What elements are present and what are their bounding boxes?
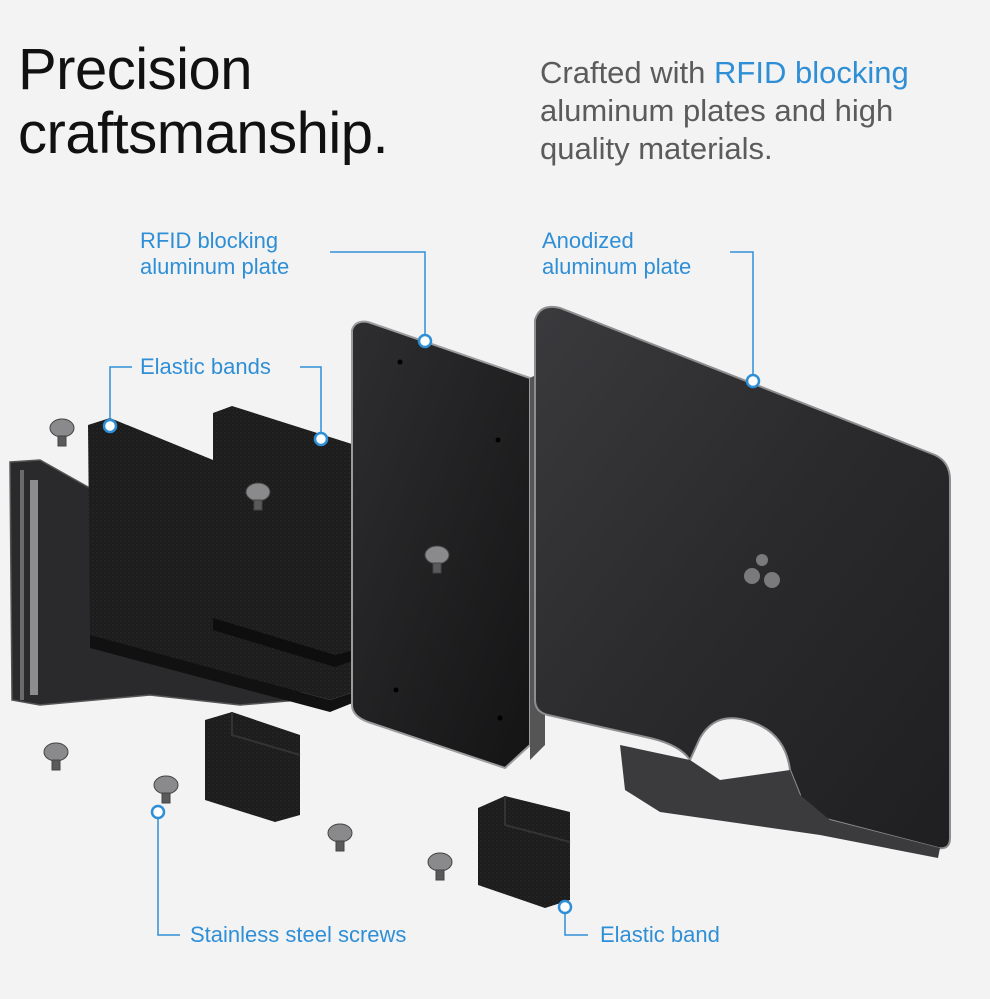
screws: [43, 418, 453, 881]
callout-rfid-plate: RFID blocking aluminum plate: [140, 228, 289, 280]
callout-anodized-plate: Anodized aluminum plate: [542, 228, 691, 280]
subheadline-rest: aluminum plates and high quality materia…: [540, 93, 894, 166]
callout-elastic-bands: Elastic bands: [140, 354, 271, 379]
subheadline-highlight: RFID blocking: [714, 55, 909, 90]
screw-icon: [153, 775, 179, 804]
anodized-aluminum-plate: [534, 305, 951, 858]
callout-rfid-line-2: aluminum plate: [140, 254, 290, 279]
subheadline-prefix: Crafted with: [540, 55, 706, 90]
screw-icon: [43, 742, 69, 771]
headline-line-1: Precision: [18, 37, 253, 102]
callout-anodized-line-1: Anodized: [542, 228, 634, 253]
brand-logo-icon: [744, 554, 780, 588]
elastic-clip-bottom-left: [205, 712, 301, 822]
callout-screws: Stainless steel screws: [190, 922, 407, 947]
subheadline: Crafted with RFID blocking aluminum plat…: [540, 54, 980, 168]
headline: Precision craftsmanship.: [18, 37, 389, 166]
screw-icon: [427, 852, 453, 881]
callout-rfid-line-1: RFID blocking: [140, 228, 279, 253]
callout-anodized-line-2: aluminum plate: [542, 254, 692, 279]
callout-lines: [109, 251, 754, 936]
rfid-blocking-plate: [351, 320, 545, 770]
callout-elastic-band: Elastic band: [600, 922, 720, 947]
screw-icon: [424, 545, 450, 574]
elastic-band-middle: [213, 406, 355, 667]
headline-line-2: craftsmanship.: [18, 101, 389, 166]
callout-dots: [102, 333, 761, 915]
screw-icon: [49, 418, 75, 447]
screw-icon: [245, 482, 271, 511]
screw-icon: [327, 823, 353, 852]
elastic-band-piece: [478, 796, 571, 908]
